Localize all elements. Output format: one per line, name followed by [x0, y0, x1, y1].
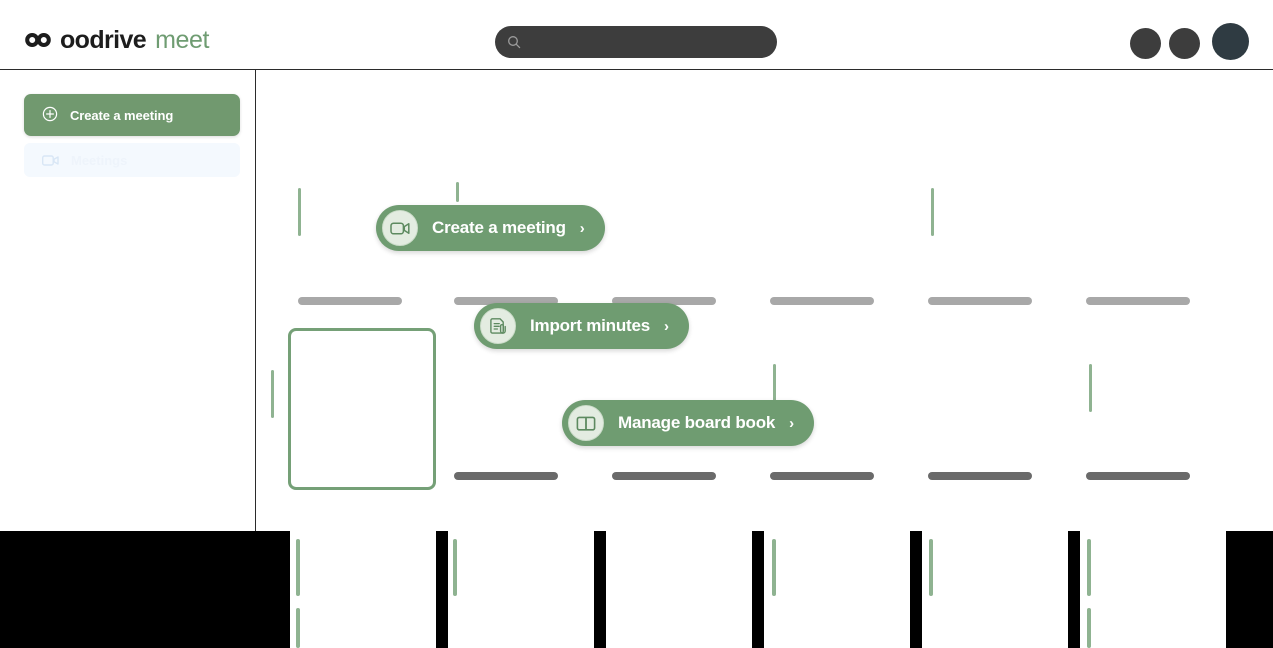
strip-divider	[1226, 531, 1273, 648]
document-clip-icon	[480, 308, 516, 344]
strip-placeholder-bar	[296, 539, 300, 596]
placeholder-bar	[770, 472, 874, 480]
top-bar: oodrive meet	[0, 0, 1273, 70]
strip-divider	[910, 531, 922, 648]
strip-divider	[594, 531, 606, 648]
placeholder-vertical-bar	[456, 182, 459, 202]
chevron-right-icon: ›	[664, 317, 669, 335]
sidebar-item-meetings-label: Meetings	[71, 152, 128, 168]
main-content: Create a meeting › Import minutes ›	[256, 70, 1273, 532]
logo-secondary-text: meet	[155, 26, 210, 54]
search-bar[interactable]	[495, 26, 777, 58]
strip-placeholder-bar	[453, 539, 457, 596]
strip-placeholder-bar	[296, 608, 300, 648]
sidebar: Create a meeting Meetings	[0, 70, 256, 532]
pill-import-minutes[interactable]: Import minutes ›	[474, 303, 689, 349]
strip-divider	[0, 531, 290, 648]
strip-divider	[436, 531, 448, 648]
placeholder-bar	[1086, 472, 1190, 480]
top-bar-actions	[1130, 23, 1249, 60]
placeholder-bar	[454, 472, 558, 480]
placeholder-bar	[298, 297, 402, 305]
strip-placeholder-bar	[1087, 539, 1091, 596]
chevron-right-icon: ›	[579, 219, 585, 237]
user-avatar[interactable]	[1212, 23, 1249, 60]
placeholder-vertical-bar	[1089, 364, 1092, 412]
create-a-meeting-label: Create a meeting	[70, 107, 174, 123]
sidebar-item-meetings[interactable]: Meetings	[24, 143, 240, 177]
placeholder-vertical-bar	[773, 364, 776, 412]
search-input[interactable]	[529, 35, 765, 49]
placeholder-bar	[612, 297, 716, 305]
strip-placeholder-bar	[772, 539, 776, 596]
circle-button-1[interactable]	[1130, 27, 1161, 59]
placeholder-bar	[928, 297, 1032, 305]
search-icon	[507, 35, 521, 49]
chevron-right-icon: ›	[789, 414, 795, 432]
pill-label: Import minutes	[530, 316, 650, 335]
logo-primary-text: oodrive	[60, 26, 147, 54]
pill-label: Create a meeting	[432, 218, 566, 237]
infinity-icon	[25, 32, 51, 48]
video-camera-icon	[382, 210, 418, 246]
strip-placeholder-bar	[1087, 608, 1091, 648]
strip-divider	[752, 531, 764, 648]
pill-label: Manage board book	[618, 413, 776, 432]
outlined-card[interactable]	[288, 328, 436, 490]
placeholder-bar	[928, 472, 1032, 480]
strip-divider	[1068, 531, 1080, 648]
open-book-icon	[568, 405, 604, 441]
pill-create-a-meeting[interactable]: Create a meeting ›	[376, 205, 605, 251]
strip-placeholder-bar	[929, 539, 933, 596]
placeholder-vertical-bar	[271, 370, 274, 418]
placeholder-bar	[770, 297, 874, 305]
pill-manage-board-book[interactable]: Manage board book ›	[562, 400, 815, 446]
circle-button-2[interactable]	[1169, 27, 1200, 59]
placeholder-vertical-bar	[931, 188, 934, 236]
placeholder-bar	[1086, 297, 1190, 305]
bottom-card-strip	[0, 531, 1273, 648]
app-logo[interactable]: oodrive meet	[25, 28, 209, 53]
plus-circle-icon	[42, 106, 58, 125]
video-camera-icon	[42, 154, 59, 167]
create-a-meeting-button[interactable]: Create a meeting	[24, 94, 240, 136]
placeholder-bar	[612, 472, 716, 480]
placeholder-vertical-bar	[298, 188, 301, 236]
placeholder-bar	[454, 297, 558, 305]
